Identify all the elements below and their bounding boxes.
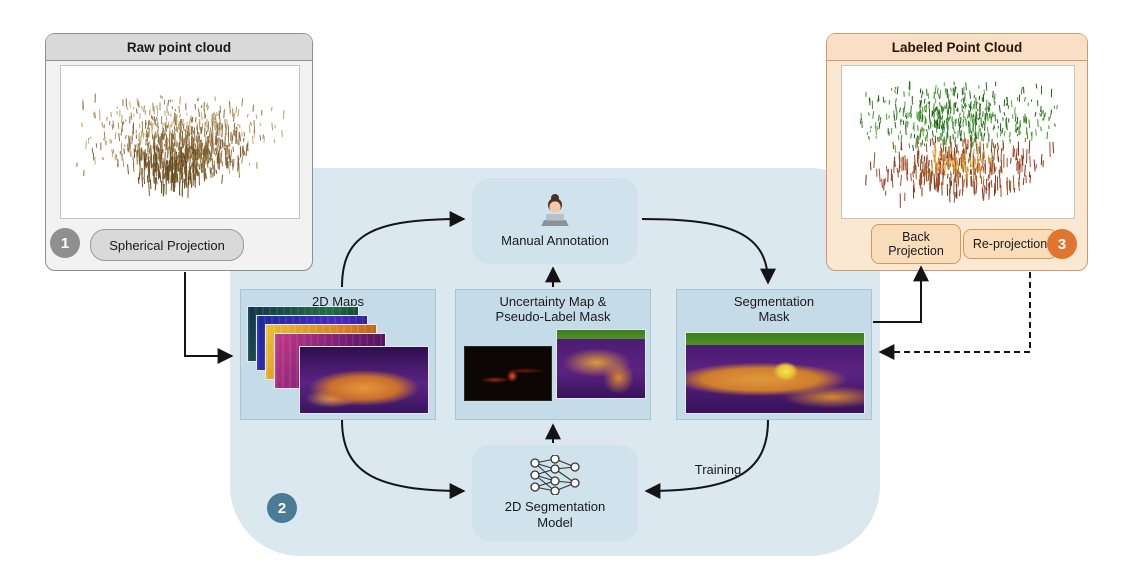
segmentation-model-node: 2D Segmentation Model xyxy=(472,445,638,541)
labeled-point-cloud-image xyxy=(841,65,1075,219)
back-projection-label: Back Projection xyxy=(871,224,961,264)
step-2-badge: 2 xyxy=(267,493,297,523)
uncertainty-panel: Uncertainty Map & Pseudo-Label Mask xyxy=(455,289,651,420)
segmentation-mask-image xyxy=(685,332,865,414)
uncertainty-title: Uncertainty Map & Pseudo-Label Mask xyxy=(495,294,611,325)
training-arrow-label: Training xyxy=(694,462,742,477)
arrow-mask-to-back-projection xyxy=(873,265,929,323)
segmentation-model-label: 2D Segmentation Model xyxy=(504,499,606,530)
manual-annotation-node: Manual Annotation xyxy=(472,178,638,264)
raw-point-cloud-title: Raw point cloud xyxy=(46,34,312,61)
pseudo-label-mask-image xyxy=(556,329,646,399)
step-1-badge: 1 xyxy=(50,228,80,258)
neural-network-icon xyxy=(530,455,580,496)
manual-annotation-label: Manual Annotation xyxy=(501,233,609,249)
labeled-point-cloud-title: Labeled Point Cloud xyxy=(827,34,1087,61)
step-3-badge: 3 xyxy=(1047,229,1077,259)
raw-point-cloud-panel: Raw point cloud 1 Spherical Projection xyxy=(45,33,313,271)
2d-maps-panel: 2D Maps xyxy=(240,289,436,420)
raw-point-cloud-image xyxy=(60,65,300,219)
arrow-reprojection-to-mask-dashed xyxy=(878,272,1031,360)
2d-map-thumbnail-front xyxy=(299,346,429,414)
labeled-point-cloud-scatter xyxy=(859,81,1058,208)
re-projection-label: Re-projection xyxy=(963,229,1057,259)
raw-point-cloud-scatter xyxy=(76,93,285,198)
annotator-person-icon xyxy=(541,194,569,227)
arrow-raw-to-maps xyxy=(184,272,234,364)
back-projection-text: Back Projection xyxy=(888,229,944,258)
uncertainty-map-image xyxy=(464,346,552,401)
segmentation-mask-panel: Segmentation Mask xyxy=(676,289,872,420)
spherical-projection-label: Spherical Projection xyxy=(90,229,244,261)
2d-maps-title: 2D Maps xyxy=(311,294,365,309)
labeled-point-cloud-panel: Labeled Point Cloud Back Projection Re-p… xyxy=(826,33,1088,271)
segmentation-mask-title: Segmentation Mask xyxy=(733,294,815,325)
